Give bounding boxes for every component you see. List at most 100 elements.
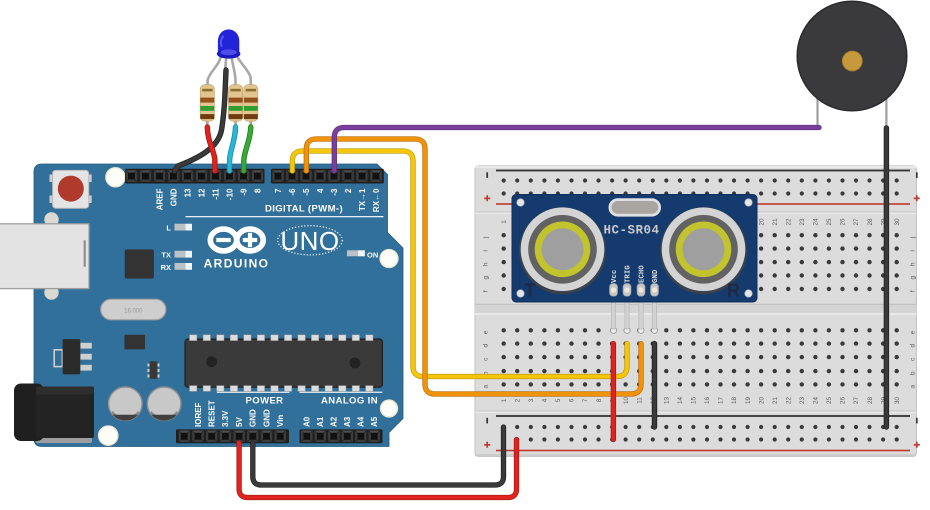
svg-text:26: 26: [840, 397, 847, 405]
svg-text:GND: GND: [652, 269, 660, 283]
svg-text:7: 7: [274, 188, 283, 193]
svg-text:A0: A0: [303, 416, 312, 427]
svg-text:2: 2: [515, 398, 522, 402]
svg-text:15: 15: [691, 397, 698, 405]
svg-text:18: 18: [731, 397, 738, 405]
svg-text:j: j: [483, 237, 490, 239]
svg-text:11: 11: [636, 397, 643, 404]
svg-text:30: 30: [894, 218, 901, 226]
svg-text:ECHO: ECHO: [638, 265, 646, 283]
svg-text:3: 3: [528, 398, 535, 402]
svg-text:-10: -10: [225, 188, 234, 200]
svg-text:GND: GND: [262, 409, 271, 427]
svg-text:A2: A2: [330, 416, 339, 427]
svg-text:-9: -9: [239, 188, 248, 196]
svg-text:2: 2: [344, 188, 353, 193]
svg-text:d: d: [483, 344, 490, 348]
svg-text:h: h: [483, 262, 490, 266]
svg-text:23: 23: [799, 218, 806, 226]
svg-text:a: a: [910, 384, 917, 388]
svg-text:c: c: [483, 358, 490, 361]
svg-text:-11: -11: [211, 188, 220, 200]
svg-text:d: d: [910, 344, 917, 348]
svg-text:19: 19: [745, 397, 752, 405]
svg-text:10: 10: [623, 397, 630, 405]
svg-text:25: 25: [826, 397, 833, 405]
svg-text:3.3V: 3.3V: [221, 410, 230, 427]
svg-text:26: 26: [840, 218, 847, 226]
svg-text:30: 30: [894, 397, 901, 405]
svg-text:7: 7: [582, 398, 589, 402]
svg-text:RX←0: RX←0: [372, 188, 381, 212]
svg-text:R: R: [727, 281, 740, 301]
svg-text:i: i: [483, 250, 490, 251]
svg-text:1: 1: [501, 398, 508, 402]
svg-text:27: 27: [853, 218, 860, 226]
svg-text:17: 17: [718, 397, 725, 405]
svg-text:DIGITAL (PWM-): DIGITAL (PWM-): [265, 204, 343, 215]
svg-text:16.000: 16.000: [124, 309, 143, 315]
svg-text:A3: A3: [343, 416, 352, 427]
svg-text:16: 16: [704, 397, 711, 405]
svg-text:e: e: [483, 330, 490, 334]
svg-text:h: h: [910, 262, 917, 266]
svg-text:Vcc: Vcc: [611, 270, 619, 283]
svg-text:RX: RX: [161, 263, 171, 272]
svg-text:ON: ON: [367, 250, 378, 259]
svg-text:28: 28: [867, 218, 874, 226]
svg-text:TX→1: TX→1: [358, 188, 367, 211]
svg-text:5V: 5V: [235, 417, 244, 427]
svg-text:T: T: [525, 281, 536, 301]
svg-text:13: 13: [664, 397, 671, 405]
svg-text:-5: -5: [302, 188, 311, 196]
svg-text:6: 6: [569, 398, 576, 402]
svg-text:POWER: POWER: [246, 396, 284, 407]
svg-text:j: j: [910, 237, 917, 239]
svg-text:b: b: [483, 371, 490, 375]
svg-text:IOREF: IOREF: [194, 402, 203, 427]
svg-text:TX: TX: [161, 251, 171, 260]
svg-text:RESET: RESET: [208, 400, 217, 427]
svg-text:HC-SR04: HC-SR04: [603, 224, 659, 238]
svg-text:f: f: [910, 290, 917, 292]
svg-text:ARDUINO: ARDUINO: [204, 257, 270, 271]
svg-text:L: L: [166, 224, 171, 233]
svg-text:f: f: [483, 290, 490, 292]
svg-text:b: b: [910, 371, 917, 375]
svg-text:Vin: Vin: [276, 415, 285, 427]
svg-text:AREF: AREF: [155, 188, 164, 210]
svg-text:20: 20: [758, 218, 765, 226]
svg-text:8: 8: [253, 188, 262, 193]
svg-text:TRIG: TRIG: [624, 265, 632, 283]
svg-text:A1: A1: [316, 416, 325, 427]
svg-text:20: 20: [758, 397, 765, 405]
svg-text:1: 1: [501, 220, 508, 224]
svg-text:14: 14: [677, 397, 684, 405]
svg-text:UNO: UNO: [280, 226, 339, 256]
svg-text:13: 13: [183, 188, 192, 197]
svg-text:c: c: [910, 358, 917, 361]
svg-text:21: 21: [772, 218, 779, 226]
svg-text:g: g: [483, 275, 490, 279]
svg-text:a: a: [483, 384, 490, 388]
svg-text:-6: -6: [288, 188, 297, 196]
svg-text:22: 22: [786, 397, 793, 405]
svg-text:g: g: [910, 275, 917, 279]
svg-text:27: 27: [853, 397, 860, 405]
svg-text:i: i: [910, 250, 917, 251]
svg-text:e: e: [910, 330, 917, 334]
svg-text:A4: A4: [357, 416, 366, 427]
svg-text:GND: GND: [169, 188, 178, 206]
svg-text:24: 24: [813, 397, 820, 405]
svg-text:-3: -3: [330, 188, 339, 196]
svg-text:5: 5: [555, 398, 562, 402]
svg-text:25: 25: [826, 218, 833, 226]
svg-text:A5: A5: [370, 416, 379, 427]
svg-text:4: 4: [542, 398, 549, 402]
svg-text:GND: GND: [249, 409, 258, 427]
svg-text:22: 22: [786, 218, 793, 226]
svg-text:28: 28: [867, 397, 874, 405]
svg-text:24: 24: [813, 218, 820, 226]
svg-text:8: 8: [596, 398, 603, 402]
svg-text:4: 4: [316, 188, 325, 193]
